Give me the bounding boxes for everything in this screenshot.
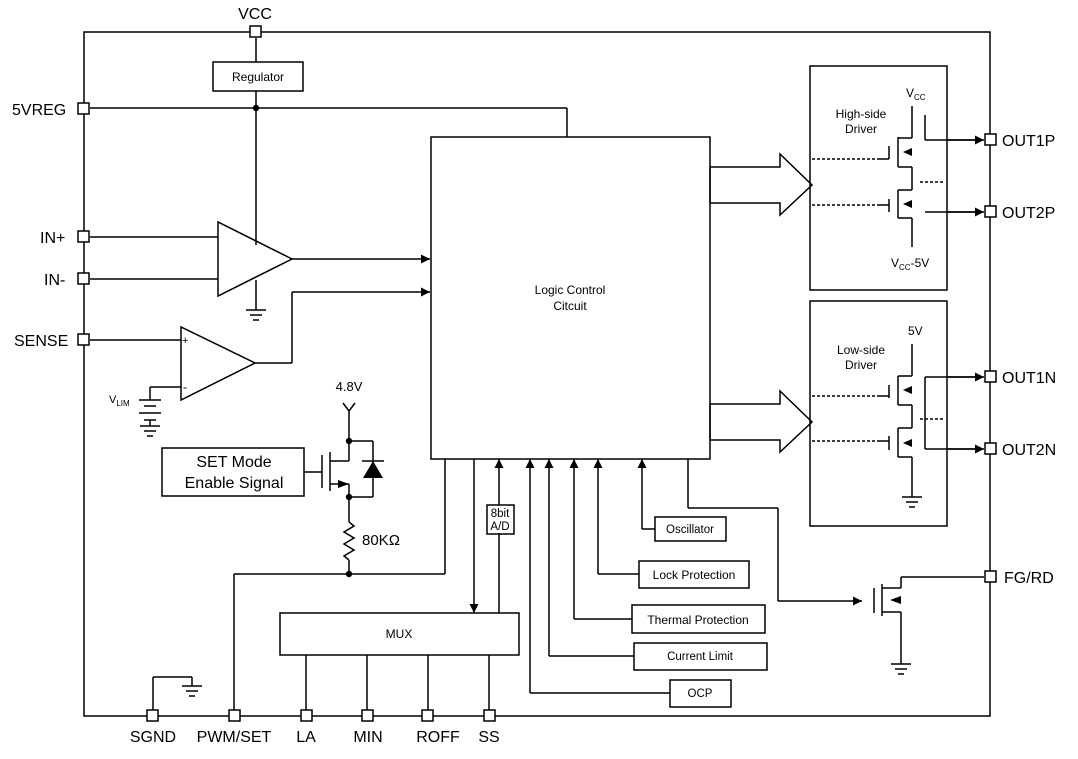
pin-fgrd	[984, 570, 997, 583]
resistor-80k	[342, 521, 356, 561]
vlim-label: VLIM	[109, 394, 130, 408]
sense-amplifier	[180, 325, 257, 402]
pin-label-sense: SENSE	[14, 333, 68, 350]
set-mode-label-1: SET Mode	[196, 454, 271, 471]
ad-label-2: A/D	[490, 521, 509, 533]
op-plus-label: +	[182, 335, 188, 347]
ad-converter-block	[486, 504, 515, 535]
pin-label-out2n: OUT2N	[1002, 442, 1056, 459]
pin-label-vcc: VCC	[238, 6, 272, 23]
pin-label-roff: ROFF	[416, 729, 460, 746]
logic-label-2: Citcuit	[553, 299, 587, 313]
set-mode-label-2: Enable Signal	[185, 475, 284, 492]
low-side-title-1: Low-side	[837, 343, 885, 357]
lock-protection-label: Lock Protection	[653, 568, 736, 582]
oscillator-label: Oscillator	[666, 524, 714, 536]
pin-in-minus	[77, 272, 90, 285]
label-4-8v: 4.8V	[336, 379, 363, 394]
mux-block	[279, 612, 520, 656]
zener-diode	[363, 461, 383, 478]
op-minus-label: -	[183, 380, 187, 394]
comparator	[217, 220, 294, 298]
high-side-driver-box	[809, 65, 948, 291]
pin-sense	[77, 333, 90, 346]
mux-label: MUX	[386, 627, 413, 641]
low-side-title-2: Driver	[845, 358, 877, 372]
pin-out2p	[984, 205, 997, 218]
pin-min	[361, 709, 374, 722]
pin-label-out2p: OUT2P	[1002, 205, 1055, 222]
pin-label-in-minus: IN-	[44, 272, 65, 289]
pin-out2n	[984, 442, 997, 455]
current-limit-label: Current Limit	[667, 651, 734, 663]
bus-arrow-high	[709, 152, 814, 217]
high-side-vcc-5v: VCC-5V	[891, 256, 929, 272]
resistor-label: 80KΩ	[362, 532, 400, 549]
pin-label-out1n: OUT1N	[1002, 370, 1056, 387]
logic-control-block	[430, 136, 711, 460]
pin-label-la: LA	[296, 729, 316, 746]
bus-arrow-low	[709, 389, 814, 454]
pin-label-pwmset: PWM/SET	[197, 729, 272, 746]
thermal-protection-label: Thermal Protection	[647, 613, 748, 627]
logic-label-1: Logic Control	[535, 283, 606, 297]
pin-label-min: MIN	[353, 729, 382, 746]
pin-label-sgnd: SGND	[130, 729, 176, 746]
pin-out1p	[984, 133, 997, 146]
pin-label-5vreg: 5VREG	[12, 102, 66, 119]
pin-label-fgrd: FG/RD	[1004, 570, 1054, 587]
ocp-label: OCP	[688, 688, 713, 700]
pin-ss	[483, 709, 496, 722]
regulator-block	[212, 61, 304, 92]
pin-roff	[421, 709, 434, 722]
pin-sgnd	[146, 709, 159, 722]
pin-out1n	[984, 370, 997, 383]
pin-pwmset	[228, 709, 241, 722]
ad-label-1: 8bit	[491, 508, 510, 520]
pin-label-in-plus: IN+	[40, 230, 65, 247]
high-side-vcc: VCC	[906, 86, 926, 102]
pin-vcc	[249, 25, 262, 38]
low-side-supply: 5V	[908, 324, 923, 338]
pin-label-out1p: OUT1P	[1002, 133, 1055, 150]
regulator-label: Regulator	[232, 70, 284, 84]
high-side-title-2: Driver	[845, 122, 877, 136]
low-side-driver-box	[809, 300, 948, 527]
pin-5vreg	[77, 102, 90, 115]
pin-la	[300, 709, 313, 722]
pin-in-plus	[77, 230, 90, 243]
pin-label-ss: SS	[478, 729, 499, 746]
high-side-title-1: High-side	[836, 107, 887, 121]
